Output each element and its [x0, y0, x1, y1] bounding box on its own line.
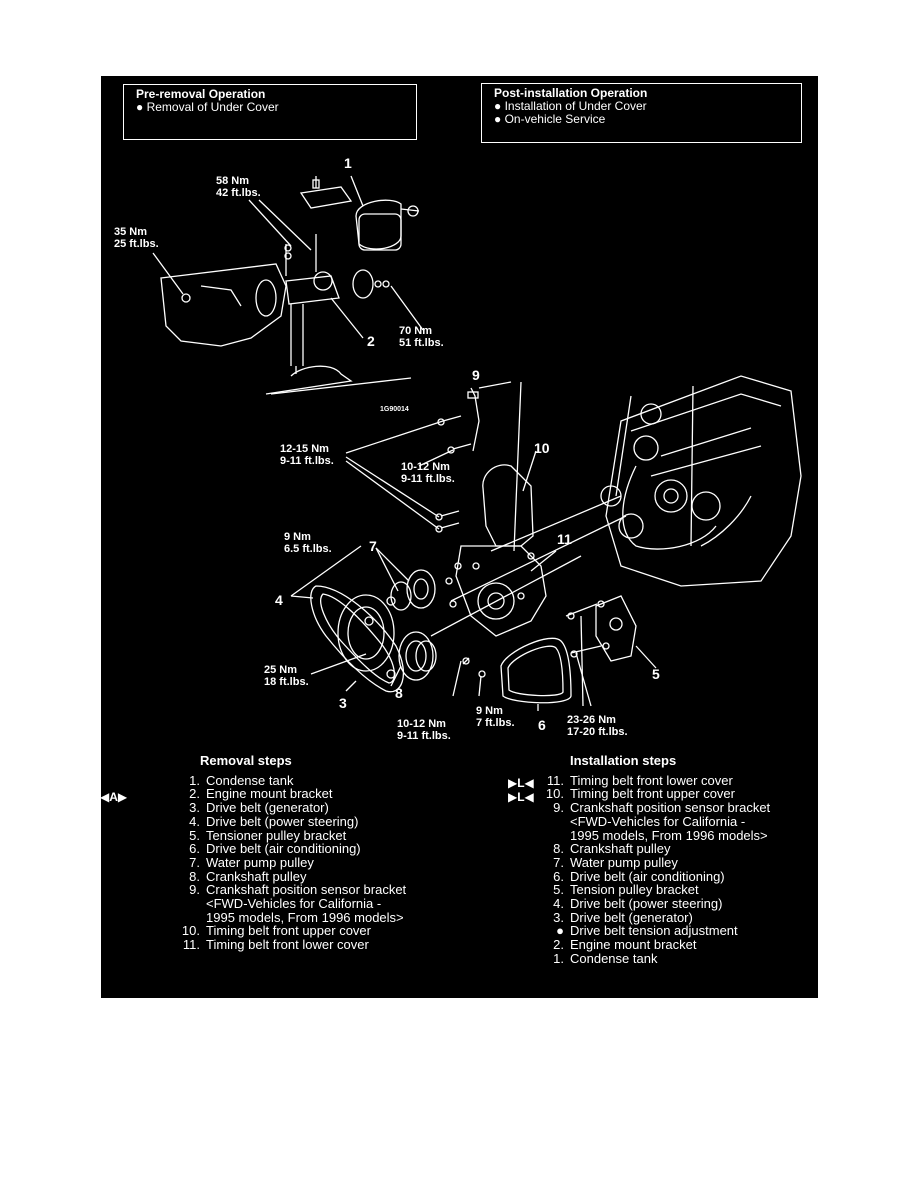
removal-step: 10.Timing belt front upper cover [181, 923, 371, 939]
removal-step: <FWD-Vehicles for California - [206, 896, 382, 912]
service-figure-panel: Pre-removal Operation ● Removal of Under… [100, 76, 818, 998]
removal-step: 6.Drive belt (air conditioning) [189, 841, 361, 857]
installation-heading: Installation steps [570, 753, 677, 768]
installation-step: 7.Water pump pulley [553, 854, 678, 870]
installation-step: 1995 models, From 1996 models> [570, 827, 768, 843]
removal-step: 3.Drive belt (generator) [189, 800, 329, 816]
callout-2: 2 [367, 333, 375, 349]
callout-10: 10 [534, 440, 550, 456]
installation-step: <FWD-Vehicles for California - [570, 813, 746, 829]
installation-step: 11.Timing belt front lower cover [546, 772, 733, 788]
installation-step: 3.Drive belt (generator) [553, 909, 693, 925]
removal-step: 1.Condense tank [189, 772, 294, 788]
service-point-a-badge: ◀A▶ [100, 790, 128, 804]
pre-removal-item: ● Removal of Under Cover [136, 100, 279, 114]
removal-step: 9.Crankshaft position sensor bracket [189, 882, 407, 898]
figure-code: 1G90014 [380, 406, 409, 413]
callout-1: 1 [344, 155, 352, 171]
callout-11: 11 [557, 531, 572, 547]
post-installation-item: ● On-vehicle Service [494, 112, 606, 126]
callout-3: 3 [339, 695, 347, 711]
engine-diagram [152, 175, 802, 711]
pre-removal-title: Pre-removal Operation [136, 87, 266, 101]
installation-steps: Installation steps 11.Timing belt front … [537, 754, 770, 966]
post-installation-item: ● Installation of Under Cover [494, 99, 647, 113]
removal-step: 7.Water pump pulley [189, 854, 314, 870]
removal-step: 4.Drive belt (power steering) [189, 813, 359, 829]
installation-step: 2.Engine mount bracket [553, 937, 697, 953]
callout-4: 4 [275, 592, 283, 608]
post-installation-title: Post-installation Operation [494, 86, 648, 100]
installation-step: ●Drive belt tension adjustment [556, 923, 738, 939]
callout-7: 7 [369, 538, 377, 554]
condense-tank-outline [355, 199, 402, 250]
upper-cover [482, 464, 534, 547]
callout-8: 8 [395, 685, 403, 701]
callout-9: 9 [472, 367, 480, 383]
removal-step: 1995 models, From 1996 models> [206, 909, 404, 925]
callout-5: 5 [652, 666, 660, 682]
installation-step: 5.Tension pulley bracket [553, 882, 699, 898]
installation-step: 6.Drive belt (air conditioning) [553, 868, 725, 884]
post-installation-box: Post-installation Operation ● Installati… [481, 83, 802, 143]
installation-step: 9.Crankshaft position sensor bracket [553, 800, 771, 816]
removal-step: 2.Engine mount bracket [189, 786, 333, 802]
installation-step: 10.Timing belt front upper cover [545, 786, 735, 802]
installation-step: 4.Drive belt (power steering) [553, 896, 723, 912]
removal-step: 5.Tensioner pulley bracket [189, 827, 347, 843]
removal-steps: Removal steps 1.Condense tank 2.Engine m… [173, 754, 406, 952]
installation-step: 8.Crankshaft pulley [553, 841, 671, 857]
removal-step: 11.Timing belt front lower cover [182, 937, 369, 953]
bracket-top [299, 186, 353, 209]
service-point-l-badge: ▶L◀ [508, 776, 534, 790]
installation-step: 1.Condense tank [553, 950, 658, 966]
service-point-l-badge: ▶L◀ [508, 790, 534, 804]
removal-heading: Removal steps [200, 753, 292, 768]
removal-step: 8.Crankshaft pulley [189, 868, 307, 884]
callout-6: 6 [538, 717, 546, 733]
pre-removal-box: Pre-removal Operation ● Removal of Under… [123, 84, 417, 140]
lower-cover [455, 545, 547, 637]
